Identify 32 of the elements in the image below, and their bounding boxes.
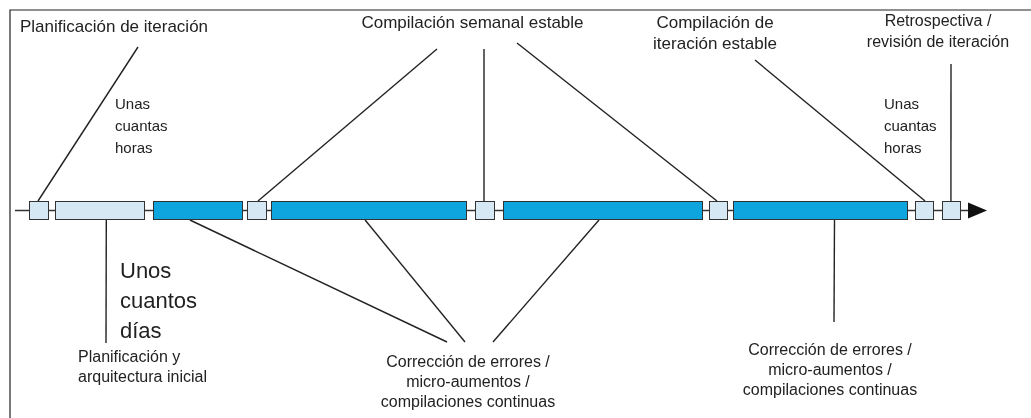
node-label: Retrospectiva / revisión de iteración <box>865 11 1011 52</box>
leader-line <box>483 48 485 202</box>
leader-line <box>516 42 718 202</box>
milestone-box <box>915 201 934 220</box>
node-label: Corrección de errores / micro-aumentos / compilaciones continuas <box>741 340 919 400</box>
milestone-box <box>55 201 145 220</box>
leader-line <box>754 59 926 202</box>
node-label: Compilación semanal estable <box>360 12 585 33</box>
leader-line <box>950 63 952 202</box>
work-bar <box>503 201 703 220</box>
leader-line <box>833 219 836 323</box>
duration-label: Unos cuantos días <box>120 257 199 345</box>
node-label: Planificación y arquitectura inicial <box>78 347 208 387</box>
milestone-box <box>942 201 961 220</box>
leader-line <box>105 219 107 344</box>
milestone-box <box>247 201 267 220</box>
work-bar <box>153 201 243 220</box>
leader-line <box>37 46 139 202</box>
leader-line <box>189 219 448 343</box>
milestone-box <box>709 201 728 220</box>
duration-label: Unas cuantas horas <box>884 94 938 158</box>
leader-line <box>364 219 466 343</box>
milestone-box <box>29 201 49 220</box>
node-label: Compilación de iteración estable <box>652 12 778 54</box>
work-bar <box>271 201 467 220</box>
leader-line <box>257 48 438 202</box>
milestone-box <box>475 201 495 220</box>
leader-line <box>492 219 600 343</box>
node-label: Planificación de iteración <box>20 16 210 37</box>
work-bar <box>733 201 908 220</box>
duration-label: Unas cuantas horas <box>115 94 169 158</box>
node-label: Corrección de errores / micro-aumentos / compilaciones continuas <box>379 352 557 412</box>
